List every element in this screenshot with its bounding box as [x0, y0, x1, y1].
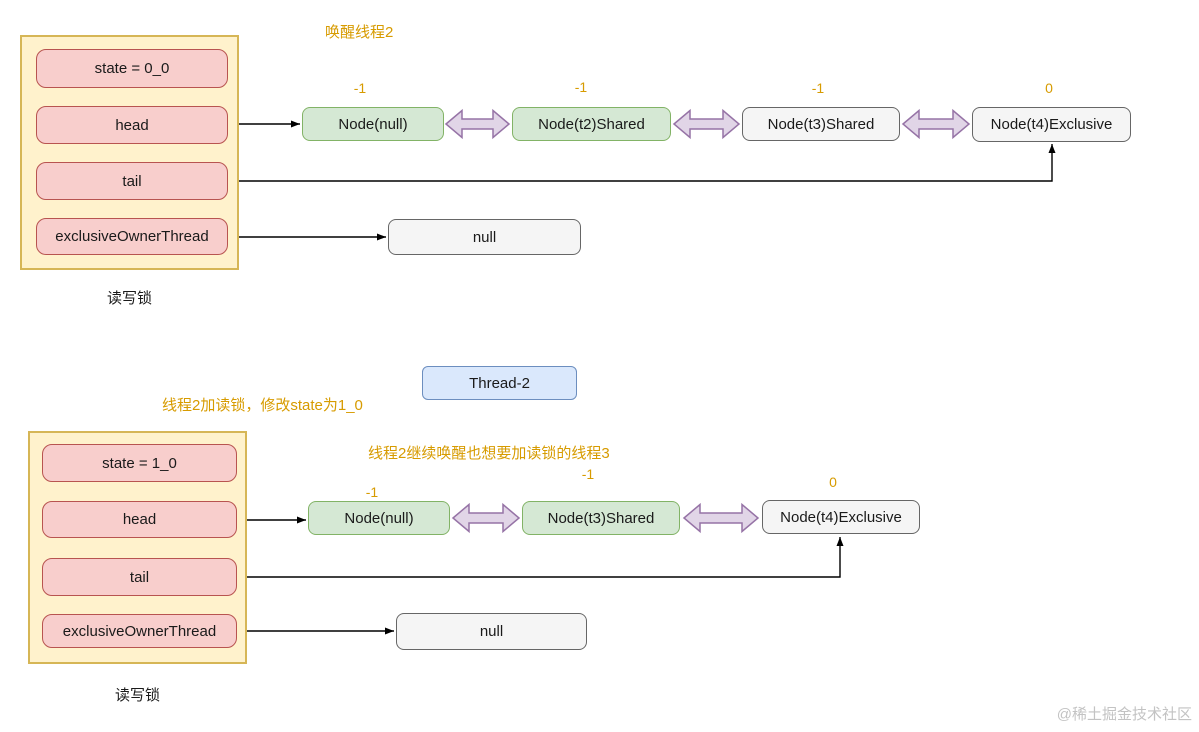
wait-status-label: -1 — [353, 80, 367, 96]
bidirectional-arrow-icon — [901, 108, 971, 140]
read-lock-state-annotation: 线程2加读锁，修改state为1_0 — [162, 397, 363, 414]
bidirectional-arrow-icon — [672, 108, 741, 140]
queue-node-t4-exclusive: Node(t4)Exclusive — [972, 107, 1131, 142]
wait-status-label: -1 — [574, 79, 588, 95]
thread2-box: Thread-2 — [422, 366, 577, 400]
top-tail-connector — [228, 144, 1056, 182]
lock-field-head: head — [42, 501, 237, 538]
wait-status-label: 0 — [1045, 80, 1053, 96]
bidirectional-arrow-icon — [682, 502, 760, 534]
wait-status-label: -1 — [581, 466, 595, 482]
queue-node-head: Node(null) — [308, 501, 450, 535]
owner-null-box: null — [388, 219, 581, 255]
wait-status-label: -1 — [811, 80, 825, 96]
wake-thread3-annotation: 线程2继续唤醒也想要加读锁的线程3 — [368, 445, 610, 462]
queue-node-t2-shared: Node(t2)Shared — [512, 107, 671, 141]
owner-null-box: null — [396, 613, 587, 650]
queue-node-t3-shared: Node(t3)Shared — [742, 107, 900, 141]
wait-status-label: 0 — [829, 474, 837, 490]
lock-field-state: state = 1_0 — [42, 444, 237, 482]
lock-caption: 读写锁 — [106, 290, 152, 307]
wait-status-label: -1 — [365, 484, 379, 500]
queue-node-t4-exclusive: Node(t4)Exclusive — [762, 500, 920, 534]
watermark: @稀土掘金技术社区 — [1056, 706, 1192, 723]
lock-field-exclusive-owner-thread: exclusiveOwnerThread — [36, 218, 228, 255]
wake-thread2-annotation: 唤醒线程2 — [325, 24, 394, 41]
lock-field-tail: tail — [36, 162, 228, 200]
queue-node-t3-shared: Node(t3)Shared — [522, 501, 680, 535]
lock-field-exclusive-owner-thread: exclusiveOwnerThread — [42, 614, 237, 648]
bottom-tail-connector — [232, 537, 844, 578]
lock-field-head: head — [36, 106, 228, 144]
lock-caption: 读写锁 — [114, 687, 160, 704]
lock-field-tail: tail — [42, 558, 237, 596]
queue-node-head: Node(null) — [302, 107, 444, 141]
bidirectional-arrow-icon — [451, 502, 521, 534]
bidirectional-arrow-icon — [444, 108, 511, 140]
lock-field-state: state = 0_0 — [36, 49, 228, 88]
